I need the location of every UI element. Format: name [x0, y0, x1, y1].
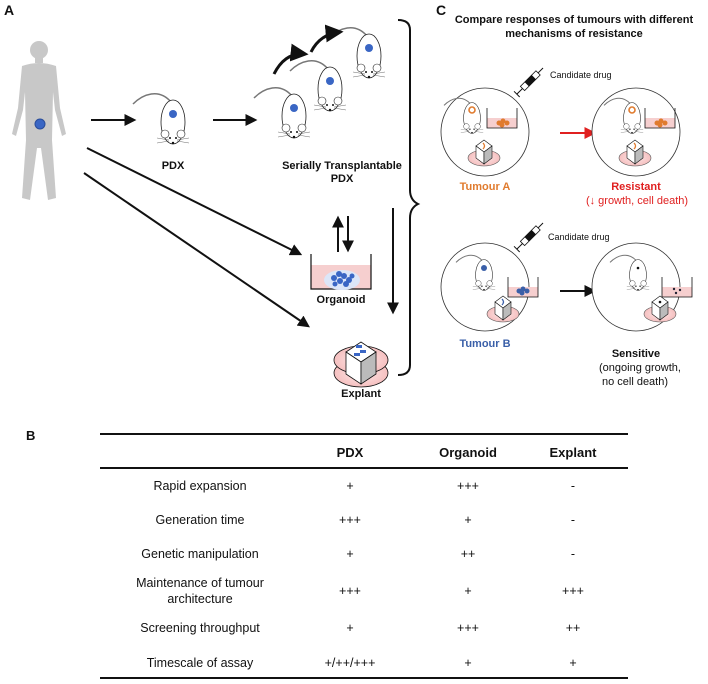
- syringe-icon: [513, 222, 544, 253]
- arrow-human-to-organoid: [86, 147, 303, 256]
- header-explant: Explant: [549, 445, 597, 460]
- tumour-a-label: Tumour A: [459, 181, 511, 193]
- cell-pdx: +/++/+++: [324, 656, 376, 670]
- row-label-line2: architecture: [167, 592, 233, 606]
- human-silhouette-icon: [12, 41, 66, 200]
- cell-organoid: ++: [460, 547, 476, 561]
- serial-mouse-2-icon: [289, 60, 347, 112]
- cell-organoid: +: [464, 513, 472, 527]
- tumour-a-circle: [440, 87, 530, 177]
- resistant-detail: (↓ growth, cell death): [585, 195, 689, 207]
- panel-c-letter: C: [436, 2, 447, 18]
- row-label: Timescale of assay: [146, 656, 254, 670]
- table-header-rule: [100, 467, 628, 469]
- pdx-label: PDX: [161, 160, 185, 172]
- header-organoid: Organoid: [439, 445, 497, 460]
- cell-organoid: +++: [457, 621, 479, 635]
- cell-organoid: +++: [457, 479, 479, 493]
- cell-pdx: +: [346, 621, 354, 635]
- resistant-circle: [591, 87, 681, 177]
- table-top-rule: [100, 433, 628, 435]
- cell-explant: ++: [565, 621, 581, 635]
- cell-pdx: +++: [339, 513, 361, 527]
- panel-c-title-line1: Compare responses of tumours with differ…: [454, 14, 694, 26]
- sensitive-circle: [591, 242, 693, 332]
- row-label-line1: Maintenance of tumour: [136, 576, 264, 590]
- row-label: Rapid expansion: [153, 479, 247, 493]
- organoid-well-icon: [310, 254, 372, 290]
- serial-mouse-3-icon: [328, 27, 386, 79]
- curved-arrow-icon: [272, 43, 309, 75]
- resistant-label: Resistant: [611, 181, 661, 193]
- serial-pdx-label-line2: PDX: [330, 173, 354, 185]
- table-bottom-rule: [100, 677, 628, 679]
- cell-organoid: +: [464, 656, 472, 670]
- candidate-drug-label-b: Candidate drug: [548, 232, 610, 242]
- tumour-dot-icon: [34, 118, 46, 130]
- sensitive-detail-line1: (ongoing growth,: [599, 362, 681, 374]
- cell-explant: -: [570, 547, 576, 561]
- cell-explant: -: [570, 479, 576, 493]
- cell-pdx: +++: [339, 584, 361, 598]
- row-label: Generation time: [155, 513, 245, 527]
- panel-c-title-line2: mechanisms of resistance: [505, 28, 643, 40]
- curved-arrow-icon: [309, 24, 344, 53]
- cell-pdx: +: [346, 479, 354, 493]
- explant-label: Explant: [341, 388, 381, 400]
- cell-organoid: +: [464, 584, 472, 598]
- tumour-b-circle: [440, 242, 539, 332]
- serial-pdx-label-line1: Serially Transplantable: [282, 160, 402, 172]
- tumour-b-label: Tumour B: [459, 338, 511, 350]
- cell-explant: +: [569, 656, 577, 670]
- cell-explant: +++: [562, 584, 584, 598]
- explant-dish-icon: [333, 341, 389, 388]
- header-pdx: PDX: [336, 445, 364, 460]
- panel-a-letter: A: [4, 2, 15, 18]
- sensitive-detail-line2: no cell death): [601, 376, 669, 388]
- row-label: Genetic manipulation: [141, 547, 259, 561]
- sensitive-label: Sensitive: [611, 348, 661, 360]
- row-label: Screening throughput: [140, 621, 260, 635]
- serial-mouse-1-icon: [253, 87, 311, 139]
- cell-explant: -: [570, 513, 576, 527]
- arrow-human-to-explant: [83, 172, 310, 328]
- candidate-drug-label-a: Candidate drug: [550, 70, 612, 80]
- syringe-icon: [513, 67, 544, 98]
- panel-b-letter: B: [26, 428, 36, 443]
- organoid-label: Organoid: [316, 294, 366, 306]
- cell-pdx: +: [346, 547, 354, 561]
- pdx-mouse-icon: [132, 93, 190, 145]
- grouping-brace: [397, 19, 421, 376]
